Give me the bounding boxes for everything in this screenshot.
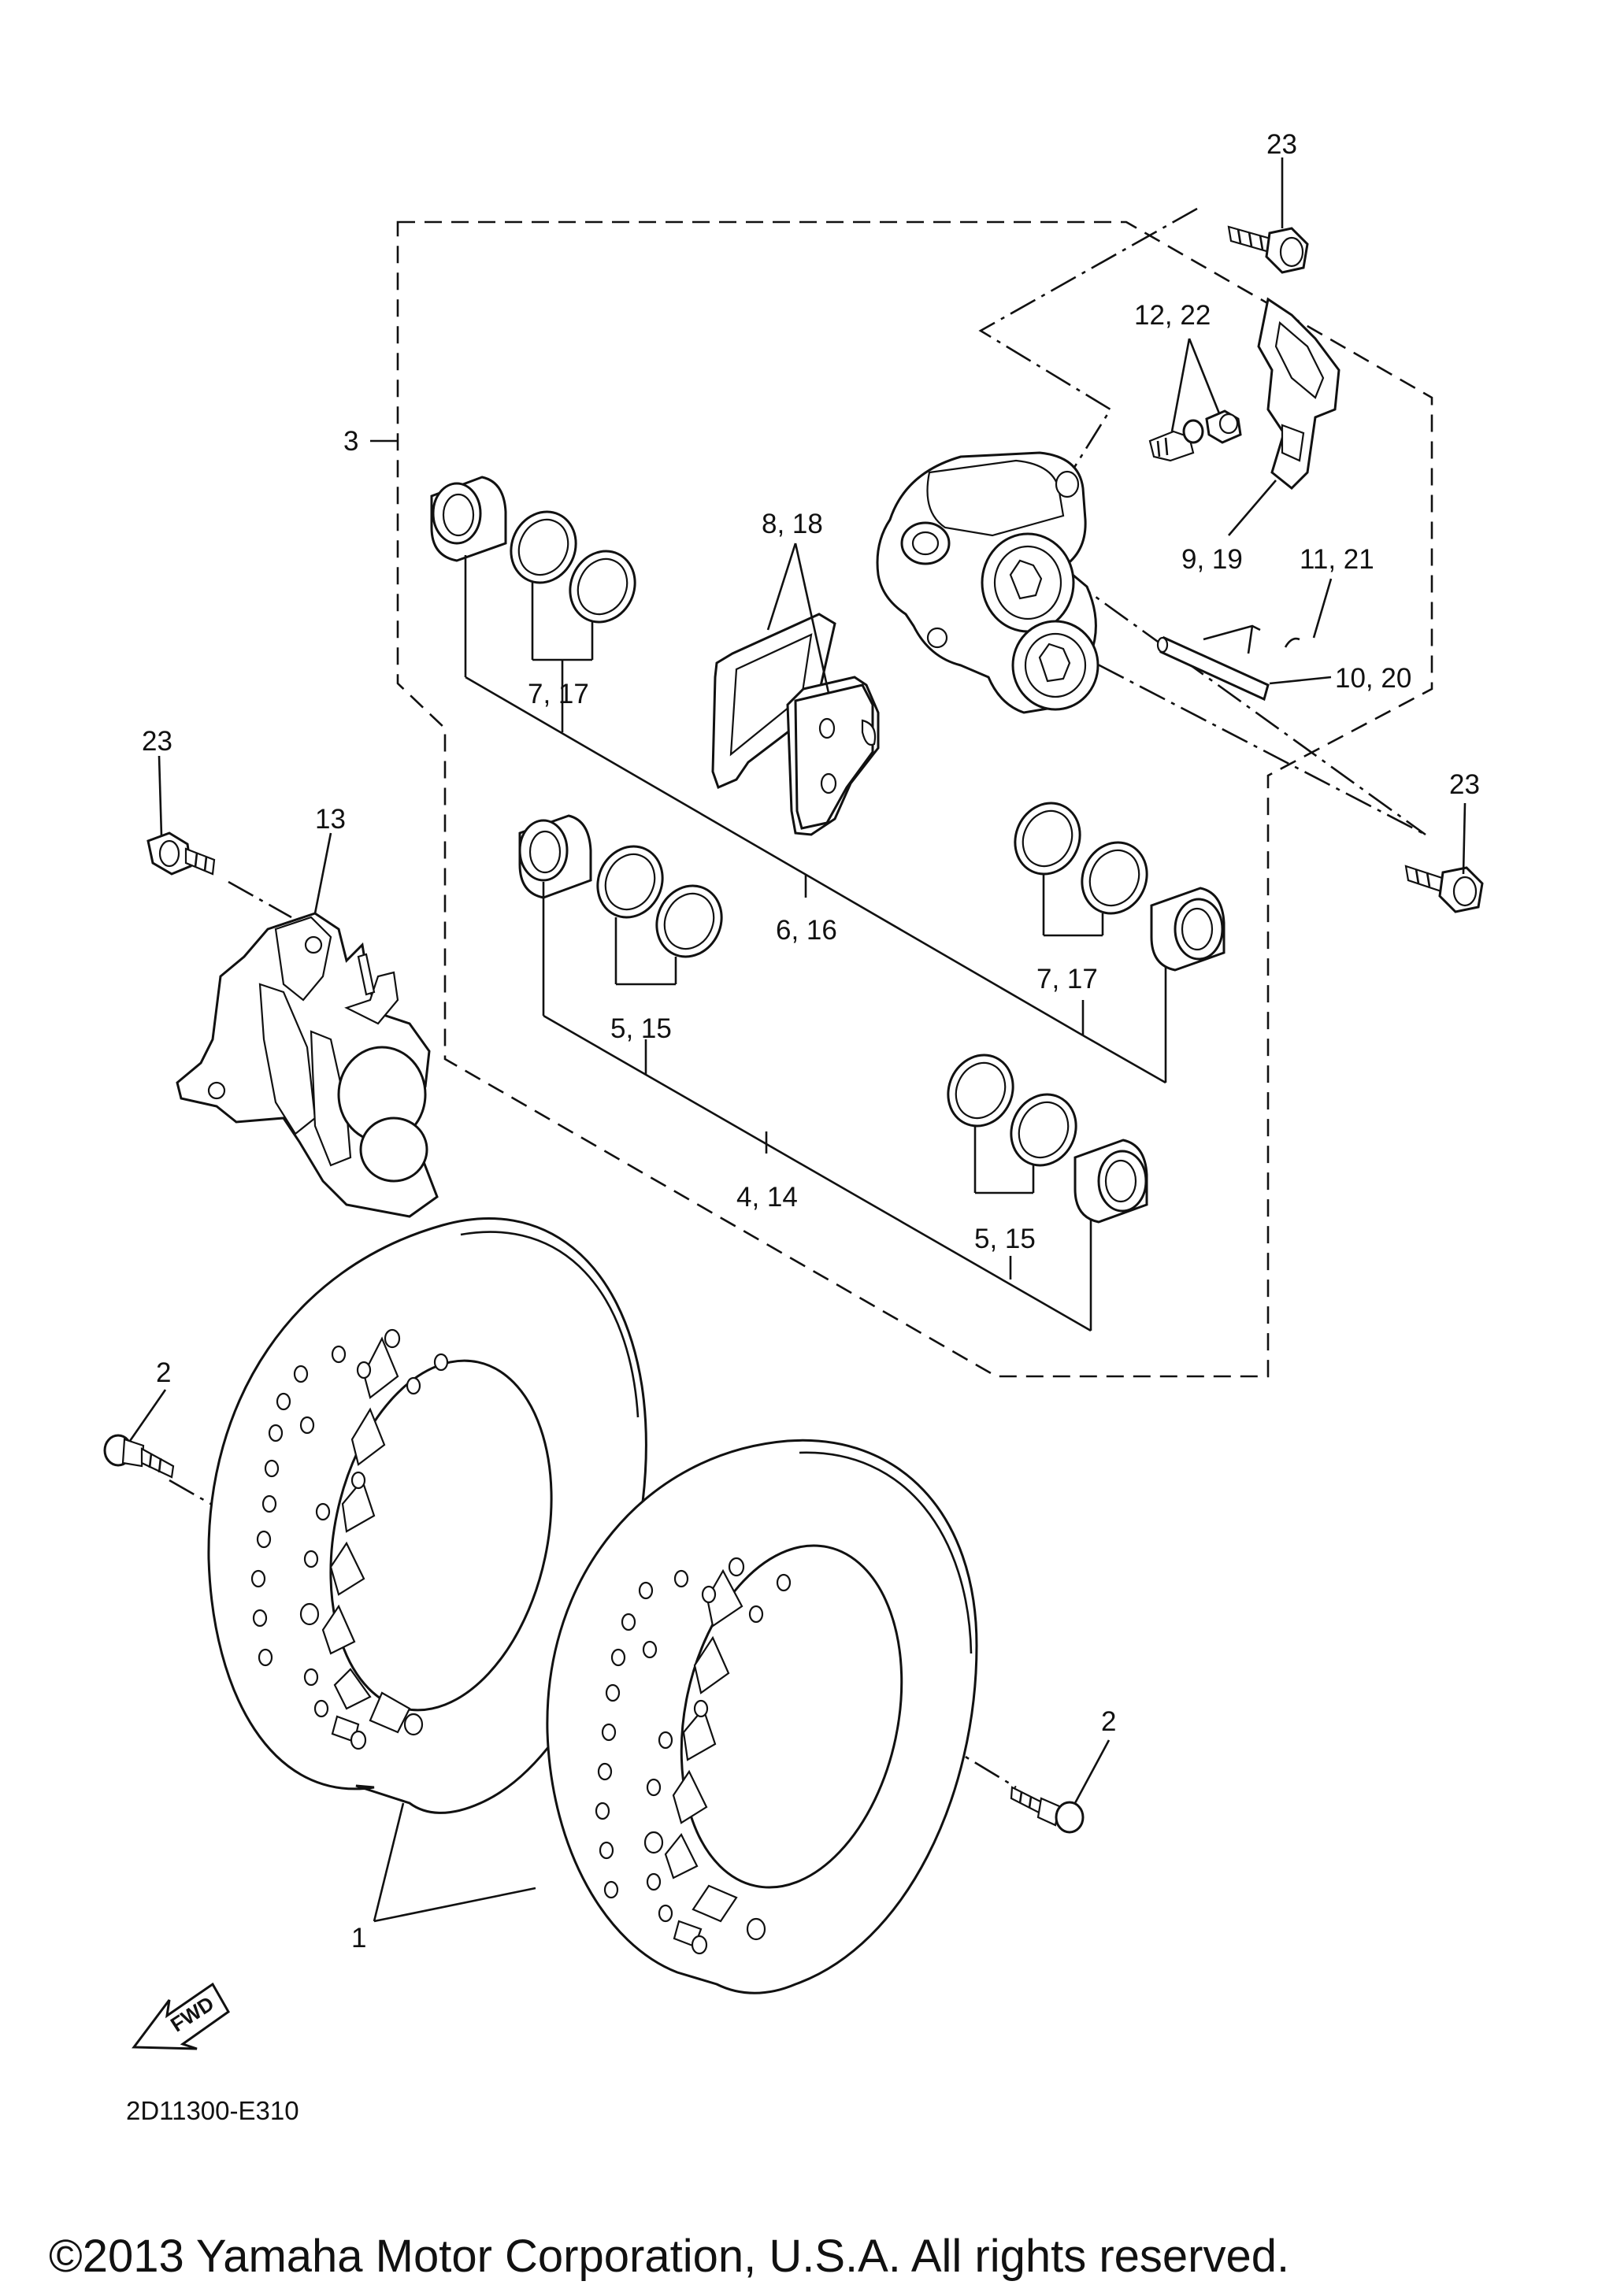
callout-3: 3 bbox=[343, 426, 358, 457]
brake-pad-front[interactable] bbox=[786, 676, 880, 836]
brake-pad-rear[interactable] bbox=[711, 613, 836, 790]
fwd-arrow-icon: FWD bbox=[132, 1982, 230, 2050]
seal-mid-left-1[interactable] bbox=[586, 835, 673, 928]
callout-23-top: 23 bbox=[1266, 129, 1297, 160]
seal-mid-right-1[interactable] bbox=[1003, 792, 1091, 884]
callout-12-22: 12, 22 bbox=[1134, 300, 1211, 331]
callout-5-15-bottom: 5, 15 bbox=[974, 1224, 1036, 1254]
brake-disc-left[interactable] bbox=[207, 1217, 647, 1814]
bolt-23-left[interactable] bbox=[146, 831, 216, 876]
disc-bolt-2-right[interactable] bbox=[1010, 1786, 1085, 1834]
callout-labels: 23 12, 22 3 8, 18 9, 19 11, 21 10, 20 7,… bbox=[142, 129, 1480, 1953]
seal-top-1[interactable] bbox=[499, 501, 587, 593]
piston-bottom[interactable] bbox=[1073, 1139, 1148, 1224]
callout-5-15-left: 5, 15 bbox=[610, 1013, 672, 1044]
callout-10-20: 10, 20 bbox=[1335, 663, 1411, 694]
seal-mid-left-2[interactable] bbox=[645, 875, 732, 967]
caliper-assembly-left[interactable] bbox=[176, 912, 439, 1218]
callout-4-14: 4, 14 bbox=[736, 1182, 798, 1213]
pin-clip[interactable] bbox=[1203, 624, 1300, 654]
bleed-cap[interactable] bbox=[1205, 409, 1242, 444]
bolt-23-right[interactable] bbox=[1404, 865, 1484, 913]
callout-23-left: 23 bbox=[142, 726, 172, 757]
bleed-screw[interactable] bbox=[1148, 419, 1204, 462]
callout-13: 13 bbox=[315, 804, 346, 835]
callout-1: 1 bbox=[351, 1923, 366, 1953]
piston-mid-right[interactable] bbox=[1150, 887, 1226, 972]
brake-disc-right[interactable] bbox=[546, 1439, 978, 1994]
diagram-code: 2D11300-E310 bbox=[126, 2096, 299, 2125]
callout-8-18: 8, 18 bbox=[762, 509, 823, 539]
callout-2-left: 2 bbox=[156, 1357, 171, 1388]
seal-bottom-2[interactable] bbox=[999, 1083, 1087, 1176]
caliper-kit-boundary bbox=[370, 220, 1433, 1378]
callout-2-right: 2 bbox=[1101, 1706, 1116, 1737]
pad-spring[interactable] bbox=[1257, 297, 1340, 491]
piston-mid-left[interactable] bbox=[518, 814, 592, 899]
pad-pin[interactable] bbox=[1156, 635, 1270, 702]
seal-top-2[interactable] bbox=[558, 540, 646, 632]
bolt-23-top[interactable] bbox=[1227, 225, 1309, 274]
copyright-notice: ©2013 Yamaha Motor Corporation, U.S.A. A… bbox=[49, 2231, 1289, 2282]
piston-top[interactable] bbox=[430, 476, 507, 562]
callout-7-17-top: 7, 17 bbox=[528, 679, 589, 709]
disc-bolt-2-left[interactable] bbox=[103, 1434, 175, 1479]
callout-23-right: 23 bbox=[1449, 769, 1480, 800]
leader-lines bbox=[128, 157, 1467, 1923]
seal-bottom-1[interactable] bbox=[936, 1044, 1024, 1136]
callout-11-21: 11, 21 bbox=[1300, 544, 1374, 575]
callout-6-16: 6, 16 bbox=[776, 915, 837, 946]
callout-9-19: 9, 19 bbox=[1181, 544, 1243, 575]
callout-7-17-right: 7, 17 bbox=[1036, 964, 1098, 994]
seal-mid-right-2[interactable] bbox=[1070, 831, 1158, 924]
caliper-body-upper[interactable] bbox=[876, 451, 1099, 714]
